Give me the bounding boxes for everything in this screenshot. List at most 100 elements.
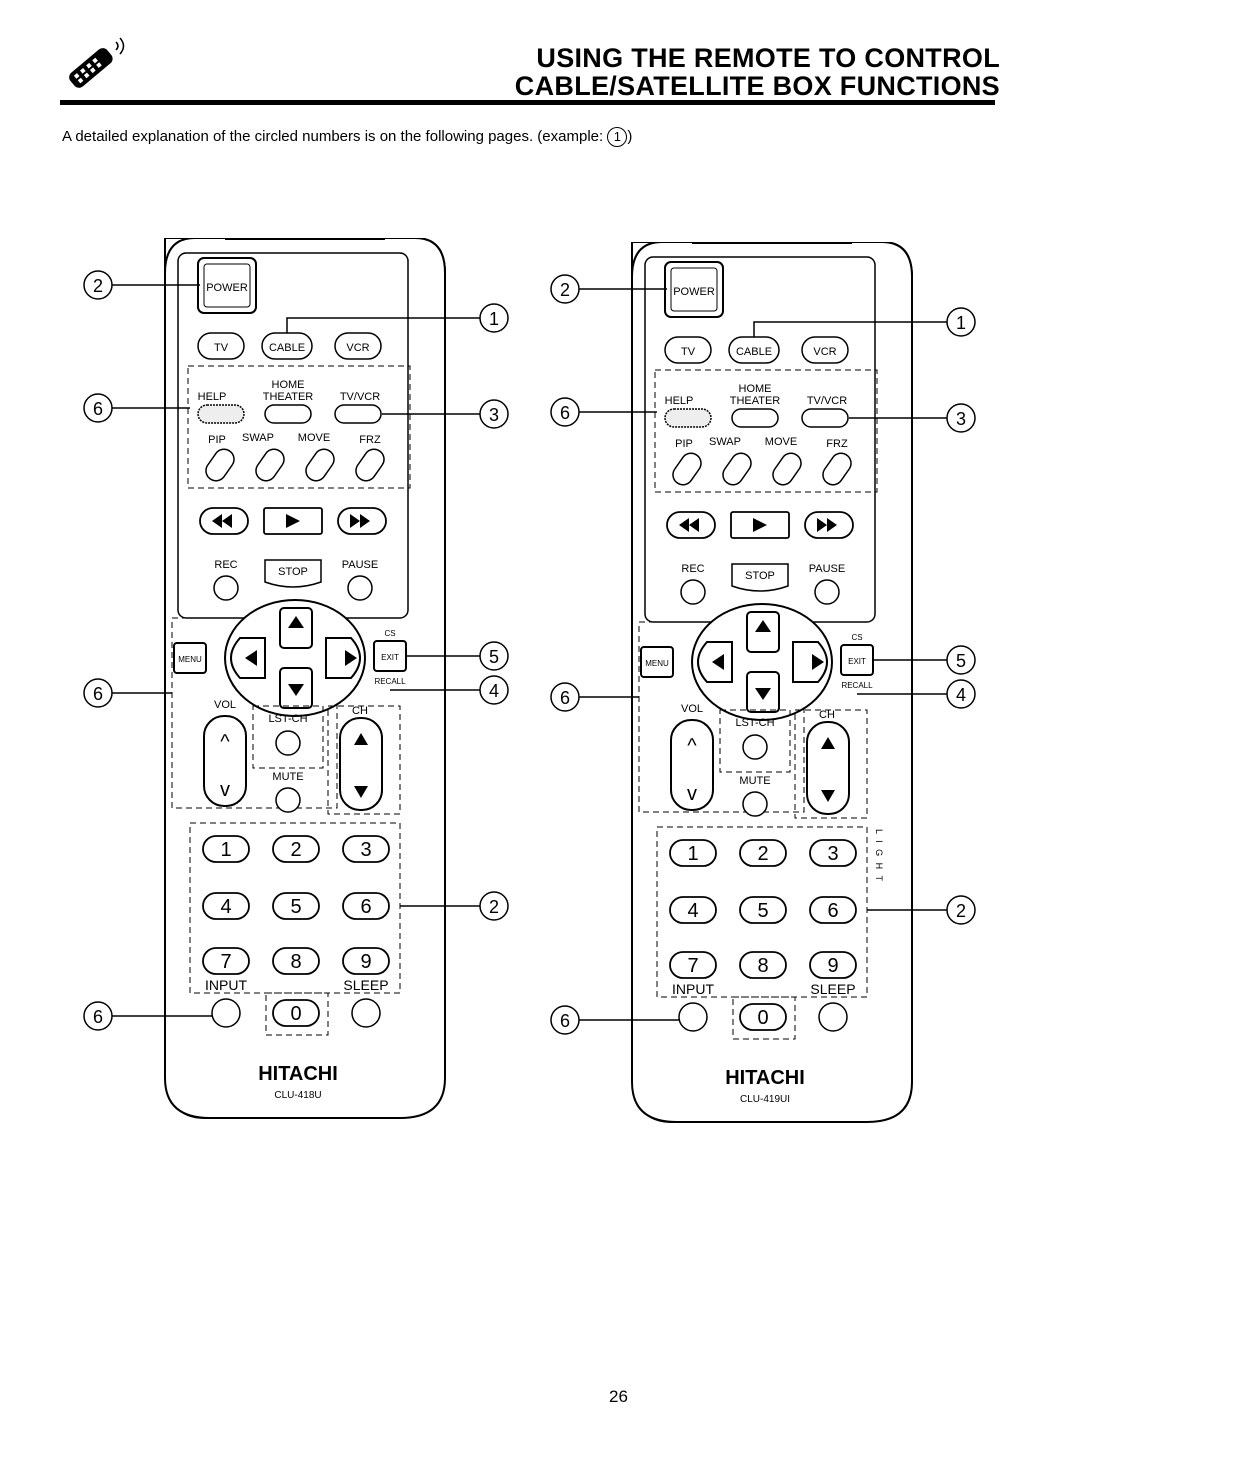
exit-button[interactable]: EXIT: [373, 640, 407, 672]
power-button[interactable]: POWER: [197, 257, 257, 314]
sleep-button[interactable]: [818, 1002, 848, 1032]
input-button[interactable]: [678, 1002, 708, 1032]
tvvcr-button[interactable]: [801, 408, 849, 428]
power-button[interactable]: POWER: [664, 261, 724, 318]
intro-sentence: A detailed explanation of the circled nu…: [62, 128, 608, 145]
help-button[interactable]: [664, 408, 712, 428]
rewind-button[interactable]: [199, 507, 249, 535]
pause-label: PAUSE: [809, 563, 845, 575]
lstch-button[interactable]: [275, 730, 301, 756]
digit-4-button[interactable]: 4: [669, 896, 717, 924]
rec-button[interactable]: [213, 575, 239, 601]
svg-text:2: 2: [489, 897, 499, 917]
digit-1-button[interactable]: 1: [669, 839, 717, 867]
vcr-button[interactable]: VCR: [334, 332, 382, 360]
lstch-group-box: [719, 709, 791, 773]
callout-3: 3: [946, 403, 976, 433]
digit-6-button[interactable]: 6: [809, 896, 857, 924]
input-button[interactable]: [211, 998, 241, 1028]
svg-text:6: 6: [560, 403, 570, 423]
vol-rocker[interactable]: [203, 715, 247, 807]
tvvcr-button[interactable]: [334, 404, 382, 424]
menu-button[interactable]: MENU: [640, 646, 674, 678]
sleep-button[interactable]: [351, 998, 381, 1028]
digit-1-button[interactable]: 1: [202, 835, 250, 863]
digit-5-button[interactable]: 5: [272, 892, 320, 920]
lstch-button[interactable]: [742, 734, 768, 760]
svg-text:6: 6: [560, 688, 570, 708]
pause-button[interactable]: [814, 579, 840, 605]
cable-button[interactable]: CABLE: [261, 332, 313, 360]
digit-6-button[interactable]: 6: [342, 892, 390, 920]
digit-0-button[interactable]: 0: [739, 1003, 787, 1031]
rec-button[interactable]: [680, 579, 706, 605]
vcr-button[interactable]: VCR: [801, 336, 849, 364]
vol-down-icon: v: [220, 779, 230, 801]
pause-button[interactable]: [347, 575, 373, 601]
swap-button[interactable]: [252, 445, 288, 484]
digit-0-button[interactable]: 0: [272, 999, 320, 1027]
up-arrow-icon: [288, 616, 304, 628]
callout-5: 5: [946, 645, 976, 675]
digit-4-button[interactable]: 4: [202, 892, 250, 920]
cs-label: CS: [384, 629, 395, 638]
play-button[interactable]: [263, 507, 323, 535]
digit-5-button[interactable]: 5: [739, 896, 787, 924]
fast-forward-button[interactable]: [337, 507, 387, 535]
exit-button[interactable]: EXIT: [840, 644, 874, 676]
frz-button[interactable]: [352, 445, 388, 484]
digit-8-button[interactable]: 8: [739, 951, 787, 979]
ch-rocker[interactable]: [339, 717, 383, 811]
ch-rocker[interactable]: [806, 721, 850, 815]
svg-text:2: 2: [93, 276, 103, 296]
digit-3-button[interactable]: 3: [342, 835, 390, 863]
help-button[interactable]: [197, 404, 245, 424]
stop-button[interactable]: STOP: [264, 559, 322, 588]
rewind-button[interactable]: [666, 511, 716, 539]
tv-button[interactable]: TV: [197, 332, 245, 360]
home-theater-button[interactable]: [264, 404, 312, 424]
digit-3-button[interactable]: 3: [809, 839, 857, 867]
callout-5: 5: [479, 641, 509, 671]
callout-6-input: 6: [83, 1001, 113, 1031]
move-button[interactable]: [769, 449, 805, 488]
stop-button[interactable]: STOP: [731, 563, 789, 592]
svg-text:1: 1: [687, 843, 698, 865]
home-theater-button[interactable]: [731, 408, 779, 428]
callout-2-top: 2: [550, 274, 580, 304]
menu-button[interactable]: MENU: [173, 642, 207, 674]
digit-2-button[interactable]: 2: [739, 839, 787, 867]
svg-text:4: 4: [489, 681, 499, 701]
pip-button[interactable]: [202, 445, 238, 484]
sleep-label: SLEEP: [343, 977, 388, 993]
theater-label: THEATER: [263, 391, 314, 403]
digit-7-button[interactable]: 7: [202, 947, 250, 975]
right-arrow-icon: [812, 654, 824, 670]
digit-8-button[interactable]: 8: [272, 947, 320, 975]
frz-button[interactable]: [819, 449, 855, 488]
digit-9-button[interactable]: 9: [342, 947, 390, 975]
right-arrow-button[interactable]: [325, 637, 361, 679]
fast-forward-button[interactable]: [804, 511, 854, 539]
svg-text:7: 7: [687, 955, 698, 977]
tv-button[interactable]: TV: [664, 336, 712, 364]
recall-label: RECALL: [374, 677, 406, 686]
move-button[interactable]: [302, 445, 338, 484]
tv-label: TV: [681, 346, 696, 358]
play-button[interactable]: [730, 511, 790, 539]
mute-button[interactable]: [275, 787, 301, 813]
swap-button[interactable]: [719, 449, 755, 488]
pip-button[interactable]: [669, 449, 705, 488]
digit-7-button[interactable]: 7: [669, 951, 717, 979]
right-arrow-button[interactable]: [792, 641, 828, 683]
callout-6-input: 6: [550, 1005, 580, 1035]
cable-button[interactable]: CABLE: [728, 336, 780, 364]
function-group-box: [187, 365, 411, 489]
digit-2-button[interactable]: 2: [272, 835, 320, 863]
tvvcr-label: TV/VCR: [807, 395, 847, 407]
cable-label: CABLE: [736, 346, 772, 358]
vol-rocker[interactable]: [670, 719, 714, 811]
down-arrow-icon: [755, 688, 771, 700]
mute-button[interactable]: [742, 791, 768, 817]
digit-9-button[interactable]: 9: [809, 951, 857, 979]
